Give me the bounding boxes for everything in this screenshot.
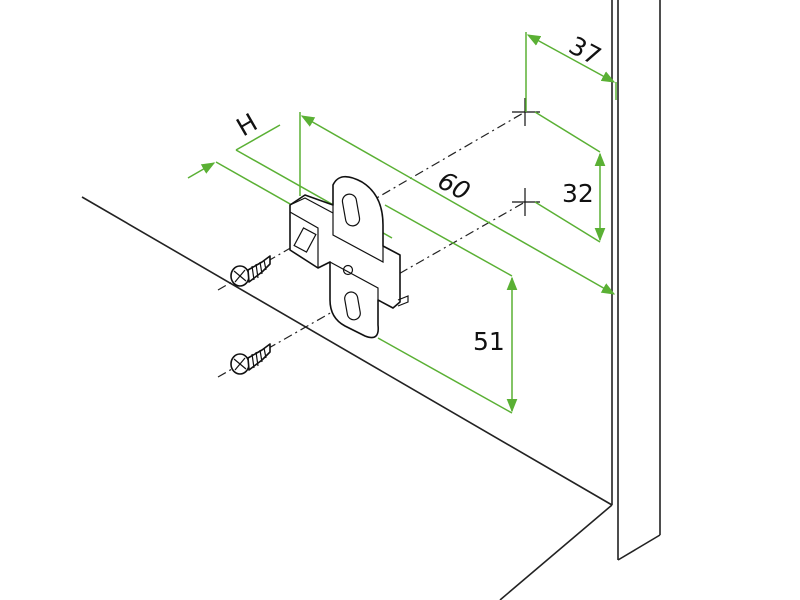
mounting-plate [289, 175, 409, 339]
screw-icon [230, 343, 271, 375]
dimension-label-37: 37 [564, 31, 606, 72]
dimension-label-51: 51 [473, 327, 505, 356]
dimension-label-32: 32 [562, 179, 594, 208]
dimension-label-60: 60 [433, 166, 475, 207]
screw-icon [230, 255, 271, 287]
